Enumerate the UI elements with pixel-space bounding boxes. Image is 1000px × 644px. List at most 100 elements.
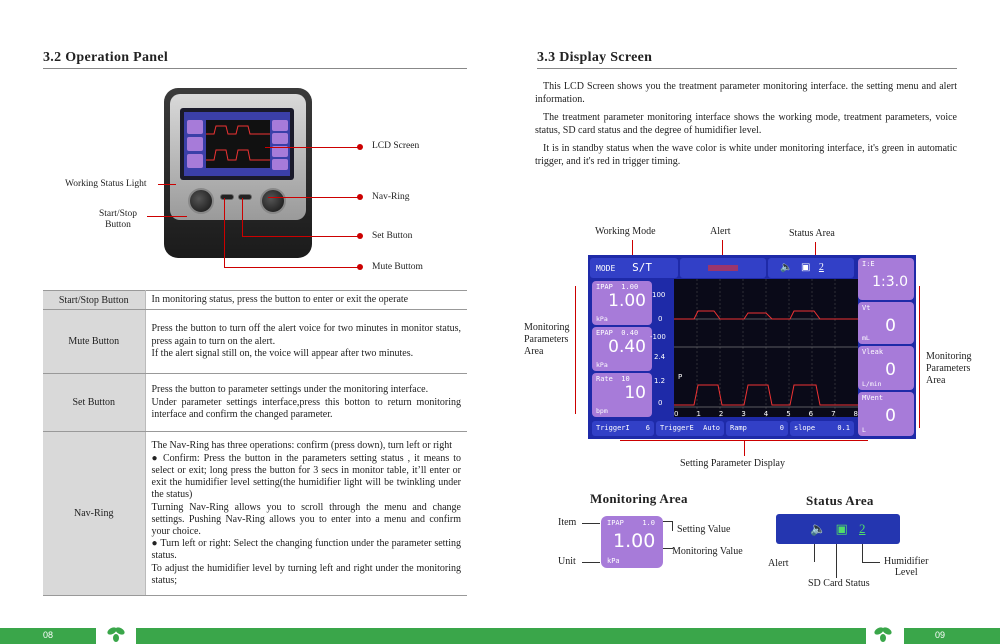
device-lcd-bezel bbox=[180, 108, 294, 180]
param-value: 1.00 bbox=[608, 291, 646, 311]
x-tick: 7 bbox=[831, 410, 836, 418]
callout-dot bbox=[357, 264, 363, 270]
table-row: Start/Stop Button In monitoring status, … bbox=[43, 289, 467, 311]
row-desc: Press the button to parameter settings u… bbox=[145, 373, 467, 433]
footer-bar-middle bbox=[136, 628, 866, 644]
alert-text-placeholder bbox=[708, 265, 738, 271]
mon-set: 1.0 bbox=[642, 519, 655, 527]
param-box-epap: EPAP 0.40 0.40 kPa bbox=[592, 327, 652, 371]
callout-status-area: Status Area bbox=[789, 228, 835, 239]
title-underline bbox=[537, 68, 957, 69]
leader-line bbox=[836, 544, 837, 578]
label-unit: Unit bbox=[558, 556, 576, 567]
mini-param bbox=[272, 146, 288, 157]
mini-param bbox=[187, 120, 203, 134]
status-area-box: 🔈 ▣ 2 bbox=[776, 514, 900, 544]
paragraph: This LCD Screen shows you the treatment … bbox=[535, 81, 957, 105]
monitoring-area-title: Monitoring Area bbox=[590, 491, 688, 506]
leader-line bbox=[672, 521, 673, 531]
callout-dot bbox=[357, 233, 363, 239]
callout-monitoring-params-right: Monitoring Parameters Area bbox=[926, 351, 972, 386]
sd-card-icon: ▣ bbox=[835, 521, 848, 536]
param-item: IPAP 1.00 bbox=[596, 283, 639, 291]
label-item: Item bbox=[558, 517, 577, 528]
param-unit: bpm bbox=[596, 407, 608, 415]
mode-label: MODE bbox=[596, 264, 616, 273]
mode-value: S/T bbox=[632, 261, 652, 274]
param-item: Vt bbox=[862, 304, 871, 312]
table-row: Mute Button Press the button to turn off… bbox=[43, 309, 467, 375]
callout-line bbox=[815, 242, 816, 255]
param-value: 0 bbox=[885, 360, 896, 380]
waveform-svg: P bbox=[674, 279, 858, 417]
x-tick: 2 bbox=[718, 410, 724, 418]
callout-dot bbox=[357, 194, 363, 200]
x-tick: 6 bbox=[808, 410, 814, 418]
leader-line bbox=[663, 548, 673, 549]
page-number-right: 09 bbox=[935, 630, 946, 640]
x-tick: 4 bbox=[763, 410, 769, 418]
device-image bbox=[164, 88, 312, 258]
row-desc: The Nav-Ring has three operations: confi… bbox=[145, 431, 467, 597]
x-tick: 3 bbox=[741, 410, 746, 418]
callout-line bbox=[242, 198, 243, 236]
callout-line bbox=[147, 216, 187, 217]
leader-line bbox=[582, 523, 600, 524]
x-tick: 1 bbox=[696, 410, 701, 418]
callout-dot bbox=[357, 144, 363, 150]
mute-button-pill[interactable] bbox=[220, 194, 234, 200]
mini-param bbox=[187, 154, 203, 168]
param-value: 1:3.0 bbox=[872, 274, 908, 290]
table-row: Nav-Ring The Nav-Ring has three operatio… bbox=[43, 431, 467, 597]
mon-value: 1.00 bbox=[613, 530, 656, 552]
working-mode-bar: MODE S/T bbox=[590, 258, 678, 278]
param-box-vt: Vt 0 mL bbox=[858, 302, 914, 344]
param-item: I:E bbox=[862, 260, 875, 268]
param-value: 0 bbox=[885, 316, 896, 336]
leader-line bbox=[663, 521, 673, 522]
callout-nav-ring: Nav-Ring bbox=[372, 192, 410, 202]
callout-mute-button: Mute Buttom bbox=[372, 262, 423, 272]
nav-ring-knob[interactable] bbox=[260, 188, 286, 214]
set-button-pill[interactable] bbox=[238, 194, 252, 200]
callout-line bbox=[224, 267, 360, 268]
speaker-icon: 🔈 bbox=[810, 521, 827, 536]
x-tick: 8 bbox=[853, 410, 858, 418]
param-item: Vleak bbox=[862, 348, 884, 356]
y-tick: 0 bbox=[658, 315, 663, 323]
y-tick: 0 bbox=[658, 399, 663, 407]
mini-param bbox=[272, 159, 288, 170]
label-setting-value: Setting Value bbox=[677, 524, 731, 535]
lcd-screen: MODE S/T 🔈 ▣ 2 IPAP 1.00 1.00 kPa EPAP 0… bbox=[588, 255, 916, 439]
param-item: MVent bbox=[862, 394, 884, 402]
x-tick: 5 bbox=[786, 410, 791, 418]
param-value: 0.40 bbox=[608, 337, 646, 357]
callout-line bbox=[722, 240, 723, 255]
label-humidifier-level: Humidifier Level bbox=[884, 556, 929, 578]
humidifier-level-value: 2 bbox=[818, 262, 824, 273]
row-key: Nav-Ring bbox=[43, 431, 146, 597]
section-title-display-screen: 3.3 Display Screen bbox=[537, 50, 653, 65]
row-key: Set Button bbox=[43, 373, 146, 433]
intro-text: This LCD Screen shows you the treatment … bbox=[535, 80, 957, 168]
callout-line bbox=[265, 147, 360, 148]
status-bar: 🔈 ▣ 2 bbox=[768, 258, 854, 278]
x-tick: 0 bbox=[674, 410, 679, 418]
callout-line bbox=[268, 197, 360, 198]
y-tick: 2.4 bbox=[654, 353, 666, 361]
footer-bar-left bbox=[0, 628, 96, 644]
callout-set-button: Set Button bbox=[372, 231, 413, 241]
leader-line bbox=[582, 562, 600, 563]
sd-card-icon: ▣ bbox=[800, 262, 811, 273]
leader-line bbox=[862, 562, 880, 563]
start-stop-knob[interactable] bbox=[188, 188, 214, 214]
param-unit: L/min bbox=[862, 380, 882, 388]
table-row: Set Button Press the button to parameter… bbox=[43, 373, 467, 433]
row-desc: Press the button to turn off the alert v… bbox=[145, 309, 467, 375]
page-number-left: 08 bbox=[43, 630, 54, 640]
param-item: EPAP 0.40 bbox=[596, 329, 639, 337]
label-monitoring-value: Monitoring Value bbox=[672, 546, 743, 557]
